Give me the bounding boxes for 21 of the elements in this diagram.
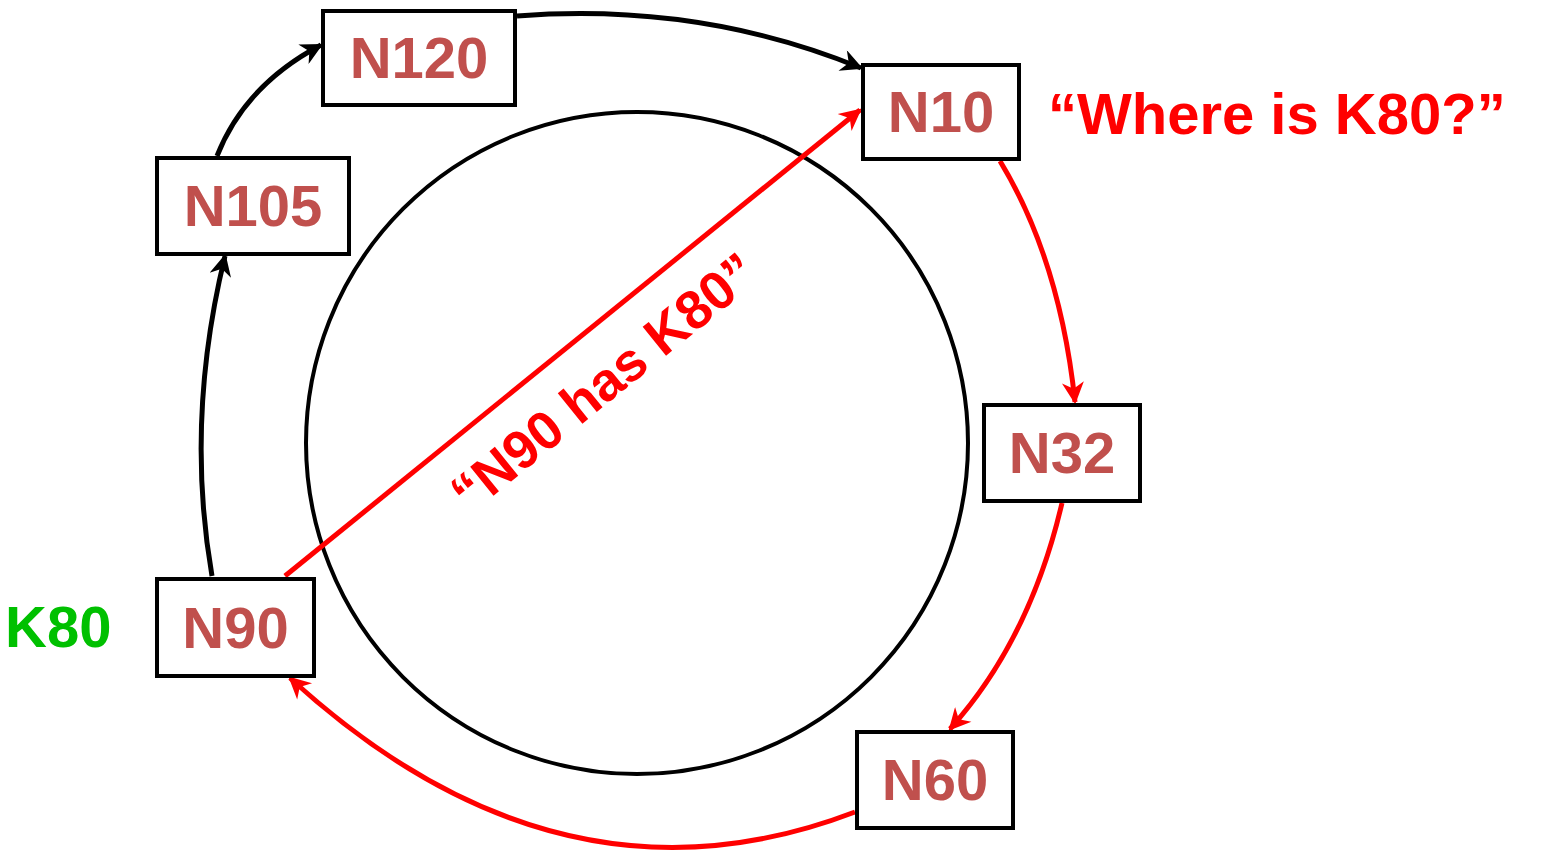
node-box: [321, 9, 517, 107]
node-label: N105: [183, 177, 323, 235]
arrow: [283, 108, 862, 578]
node-box: [982, 403, 1142, 503]
annotation-text: “Where is K80?”: [1048, 85, 1506, 143]
node-label: N60: [881, 751, 989, 809]
node-box: [855, 730, 1015, 830]
node-label: N120: [349, 29, 489, 87]
arrow: [516, 11, 864, 72]
arrow: [288, 676, 856, 850]
node-label: N90: [182, 598, 289, 657]
annotation-text: K80: [5, 598, 112, 656]
node-box: [861, 63, 1021, 161]
arrow: [198, 253, 232, 577]
node-label: N32: [1008, 424, 1116, 482]
arrow: [214, 42, 323, 157]
node-box: [155, 577, 316, 678]
node-box: [155, 156, 351, 256]
node-label: N10: [887, 83, 995, 141]
arrow: [948, 502, 1065, 731]
arrow: [997, 159, 1084, 405]
